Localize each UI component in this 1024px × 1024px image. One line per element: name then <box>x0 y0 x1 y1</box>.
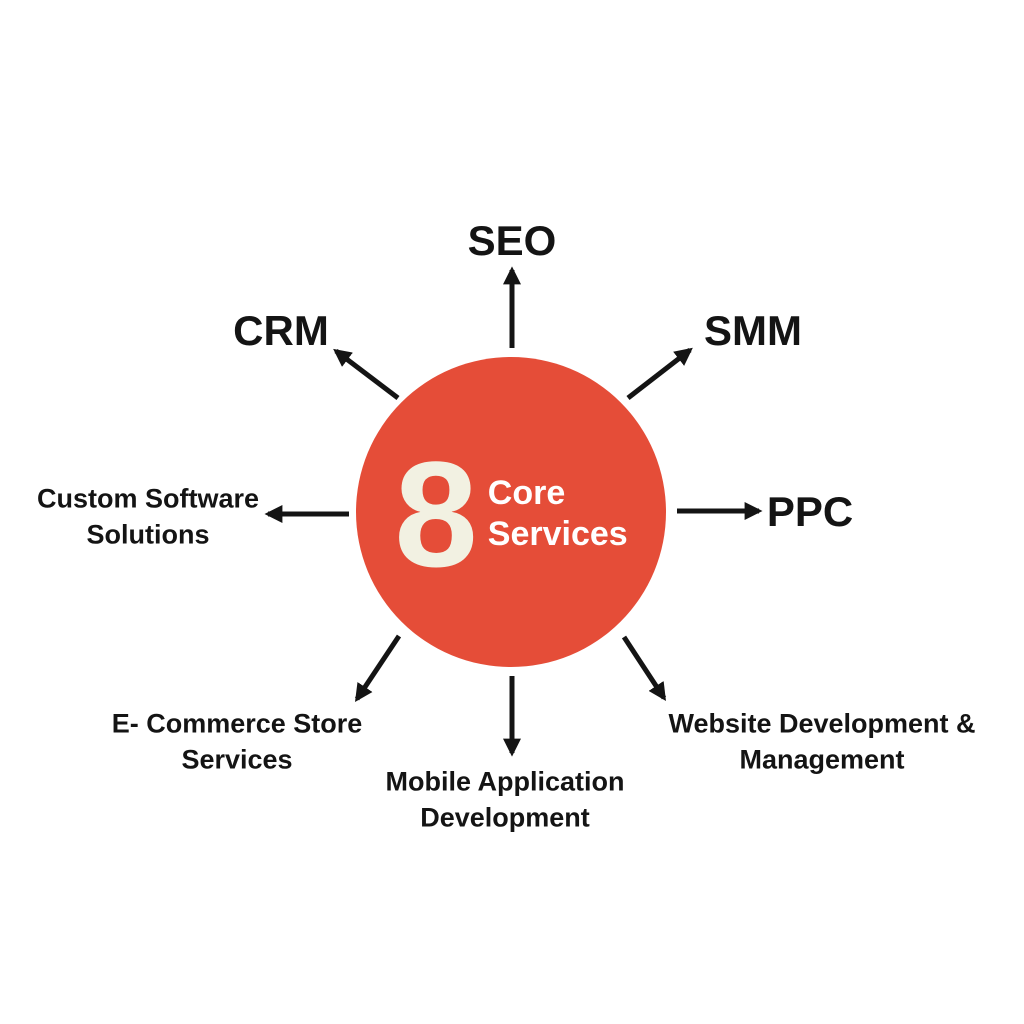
service-label-ppc: PPC <box>766 488 854 535</box>
service-label-ecommerce-store: E- Commerce Store Services <box>111 708 363 775</box>
center-label-line1: Core <box>487 474 566 513</box>
service-label-seo: SEO <box>467 217 557 264</box>
arrow-crm <box>333 348 400 400</box>
service-label-smm: SMM <box>704 307 802 354</box>
center-circle: 8 Core Services <box>356 357 666 667</box>
center-label: Core Services <box>488 473 628 555</box>
center-content: 8 Core Services <box>394 429 628 598</box>
arrow-ecommerce <box>354 634 402 702</box>
service-label-crm: CRM <box>233 307 329 354</box>
center-label-line2: Services <box>487 515 628 553</box>
service-label-custom-software: Custom Software Solutions <box>36 483 260 550</box>
arrow-smm <box>626 347 693 400</box>
service-label-mobile-application: Mobile Application Development <box>385 766 625 833</box>
arrow-website <box>621 635 667 702</box>
center-number: 8 <box>394 429 478 598</box>
service-label-website-development: Website Development & Management <box>668 708 976 775</box>
